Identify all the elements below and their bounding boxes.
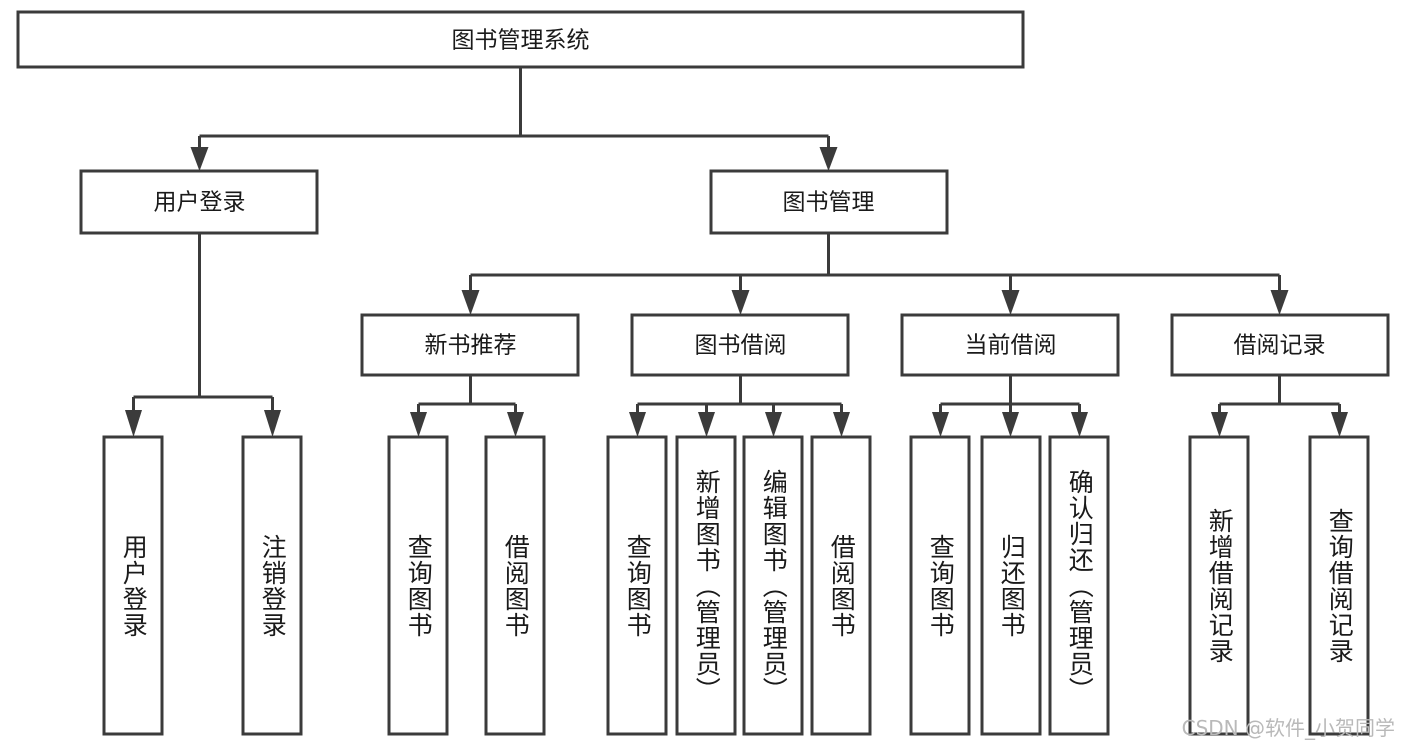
node-borrow-record[interactable]: 借阅记录 <box>1170 313 1390 377</box>
leaf-query-borrow-record-box <box>1308 435 1370 736</box>
node-user-login[interactable]: 用户登录 <box>79 169 319 235</box>
leaf-query-book-current-box <box>909 435 971 736</box>
leaf-confirm-return-admin-box <box>1048 435 1110 736</box>
leaf-add-borrow-record[interactable]: 新增借阅记录 <box>1188 435 1250 736</box>
node-new-book-recommend-box <box>360 313 580 377</box>
leaf-query-book-current-label: 查询图书 <box>926 533 956 638</box>
leaf-add-borrow-record-box <box>1188 435 1250 736</box>
node-book-borrow-label: 图书借阅 <box>695 333 787 359</box>
connector-edges <box>125 67 1348 437</box>
node-book-borrow-box <box>630 313 850 377</box>
leaf-add-book-admin-box <box>675 435 737 736</box>
leaf-borrow-book-rec-box <box>484 435 546 736</box>
arrow-bookborrow-leaf-2 <box>698 412 715 437</box>
leaf-borrow-book-rec[interactable]: 借阅图书 <box>484 435 546 736</box>
arrow-userlogin-leaf-1 <box>125 410 142 437</box>
leaf-query-book-borrow-box <box>606 435 668 736</box>
leaf-edit-book-admin-label: 编辑图书（管理员） <box>759 468 789 703</box>
leaf-borrow-book-box <box>810 435 872 736</box>
leaf-return-book-label: 归还图书 <box>997 533 1027 638</box>
leaf-query-book-borrow[interactable]: 查询图书 <box>606 435 668 736</box>
arrow-bookmanage-child-2 <box>731 290 750 315</box>
arrow-borrowrecord-leaf-1 <box>1211 412 1228 437</box>
leaf-borrow-book-rec-label: 借阅图书 <box>501 533 531 638</box>
arrow-bookborrow-leaf-3 <box>765 412 782 437</box>
arrow-newbook-leaf-1 <box>410 412 427 437</box>
leaf-return-book-box <box>980 435 1042 736</box>
arrow-bookborrow-leaf-4 <box>833 412 850 437</box>
node-book-borrow[interactable]: 图书借阅 <box>630 313 850 377</box>
arrow-currentborrow-leaf-3 <box>1071 412 1088 437</box>
node-new-book-recommend[interactable]: 新书推荐 <box>360 313 580 377</box>
leaf-user-login[interactable]: 用户登录 <box>102 435 164 736</box>
arrow-bookborrow-leaf-1 <box>629 412 646 437</box>
node-book-manage[interactable]: 图书管理 <box>709 169 949 235</box>
leaf-confirm-return-admin-label: 确认归还（管理员） <box>1065 468 1095 703</box>
leaf-query-book-borrow-label: 查询图书 <box>623 533 653 638</box>
leaf-borrow-book[interactable]: 借阅图书 <box>810 435 872 736</box>
leaf-query-book-rec[interactable]: 查询图书 <box>387 435 449 736</box>
arrow-bookmanage-child-1 <box>461 290 480 315</box>
node-book-manage-box <box>709 169 949 235</box>
leaf-add-book-admin[interactable]: 新增图书（管理员） <box>675 435 737 736</box>
node-borrow-record-box <box>1170 313 1390 377</box>
leaf-confirm-return-admin[interactable]: 确认归还（管理员） <box>1048 435 1110 736</box>
node-user-login-box <box>79 169 319 235</box>
node-new-book-recommend-label: 新书推荐 <box>425 333 517 359</box>
arrow-bookmanage-child-3 <box>1001 290 1020 315</box>
arrow-currentborrow-leaf-1 <box>932 412 949 437</box>
leaf-user-login-box <box>102 435 164 736</box>
arrow-newbook-leaf-2 <box>507 412 524 437</box>
arrow-borrowrecord-leaf-2 <box>1331 412 1348 437</box>
leaf-add-book-admin-label: 新增图书（管理员） <box>692 468 722 703</box>
leaf-user-login-label: 用户登录 <box>119 533 149 638</box>
leaf-logout-login[interactable]: 注销登录 <box>241 435 303 736</box>
leaf-logout-login-box <box>241 435 303 736</box>
leaf-query-book-rec-label: 查询图书 <box>404 533 434 638</box>
leaf-return-book[interactable]: 归还图书 <box>980 435 1042 736</box>
leaf-edit-book-admin[interactable]: 编辑图书（管理员） <box>742 435 804 736</box>
leaf-query-book-rec-box <box>387 435 449 736</box>
node-root-label: 图书管理系统 <box>452 28 590 54</box>
leaf-query-borrow-record[interactable]: 查询借阅记录 <box>1308 435 1370 736</box>
csdn-watermark: CSDN @软件_小贺同学 <box>1181 716 1395 740</box>
leaf-borrow-book-label: 借阅图书 <box>827 533 857 638</box>
leaf-query-book-current[interactable]: 查询图书 <box>909 435 971 736</box>
leaf-edit-book-admin-box <box>742 435 804 736</box>
arrow-root-to-user-login <box>190 147 209 171</box>
leaf-query-borrow-record-label: 查询借阅记录 <box>1325 507 1355 664</box>
leaf-add-borrow-record-label: 新增借阅记录 <box>1205 507 1235 664</box>
node-current-borrow[interactable]: 当前借阅 <box>900 313 1120 377</box>
node-current-borrow-box <box>900 313 1120 377</box>
node-current-borrow-label: 当前借阅 <box>965 333 1057 359</box>
node-root-box <box>16 10 1025 69</box>
arrow-userlogin-leaf-2 <box>264 410 281 437</box>
leaf-logout-login-label: 注销登录 <box>258 533 288 638</box>
arrow-currentborrow-leaf-2 <box>1002 412 1019 437</box>
leaf-nodes-group: 用户登录 注销登录 查询图书 借阅图书 <box>102 435 1370 736</box>
node-borrow-record-label: 借阅记录 <box>1234 333 1326 359</box>
node-user-login-label: 用户登录 <box>154 190 246 216</box>
node-book-manage-label: 图书管理 <box>783 190 875 216</box>
arrow-bookmanage-child-4 <box>1270 290 1289 315</box>
node-root[interactable]: 图书管理系统 <box>16 10 1025 69</box>
arrow-root-to-book-manage <box>819 147 838 171</box>
